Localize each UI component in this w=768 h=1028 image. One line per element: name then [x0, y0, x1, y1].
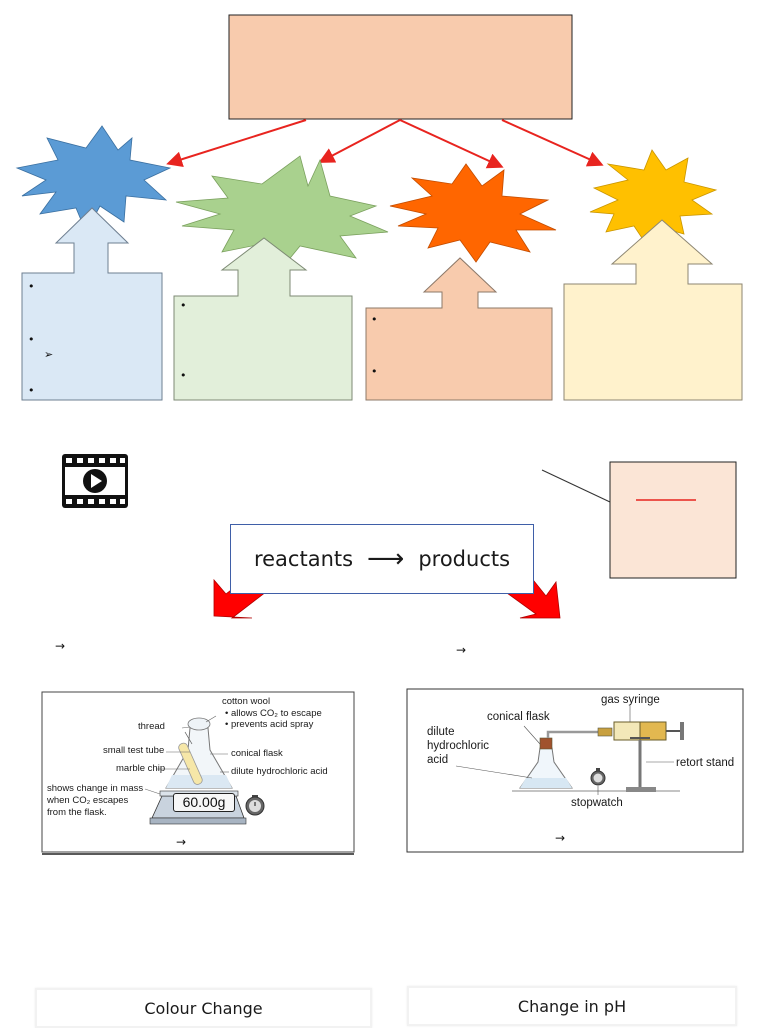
arrow-box-yellow: [563, 219, 743, 401]
gas-caption-arrow: →: [555, 831, 566, 845]
connector-blue: [166, 119, 307, 168]
conical-flask-mass: [165, 717, 233, 789]
connector-orange: [399, 119, 504, 169]
label-hydrochloric: hydrochloric: [427, 740, 489, 752]
right-arrow-note: →: [456, 643, 467, 657]
label-acid: acid: [427, 754, 449, 766]
label-acid-spray-text: prevents acid spray: [230, 719, 314, 730]
equation-arrow: ⟶: [367, 544, 405, 574]
label-stopwatch: stopwatch: [571, 797, 623, 809]
mass-leader-lines: [144, 715, 229, 795]
starburst-orange: [389, 163, 557, 263]
equation-box: reactants ⟶ products: [230, 524, 534, 594]
mass-caption-arrow: →: [176, 835, 187, 849]
film-play-icon[interactable]: [62, 454, 128, 508]
label-dilute-hcl: dilute hydrochloric acid: [231, 766, 328, 777]
label-gas-syringe: gas syringe: [601, 694, 660, 706]
label-shows-change: shows change in mass: [47, 783, 144, 794]
arrow-box-green: [173, 237, 353, 401]
pointer-line: [541, 469, 611, 503]
connector-green: [318, 119, 401, 163]
green-box-bullet-1: •: [180, 299, 187, 312]
left-arrow-note: →: [55, 639, 66, 653]
label-when-co2: when CO₂ escapes: [47, 795, 129, 806]
balance-readout: 60.00g: [173, 793, 235, 812]
blue-box-bullet-3: •: [28, 384, 35, 397]
equation-reactants: reactants: [253, 547, 354, 571]
arrowhead-bullet-icon: ➢: [44, 348, 54, 361]
label-retort-stand: retort stand: [676, 757, 735, 769]
note-box: [609, 461, 737, 579]
colour-change-title: Colour Change: [144, 998, 263, 1018]
title-box: [228, 14, 573, 120]
connector-yellow: [501, 119, 604, 167]
stopwatch-icon: [245, 795, 265, 816]
label-cotton-wool: cotton wool: [222, 696, 271, 707]
arrow-box-blue: [21, 207, 163, 401]
label-acid-spray: • prevents acid spray: [225, 719, 314, 730]
starburst-green: [175, 155, 389, 269]
label-from-flask: from the flask.: [47, 807, 107, 818]
label-thread: thread: [138, 721, 165, 732]
label-marble-chip: marble chip: [116, 763, 166, 774]
colour-change-card: Colour Change: [35, 988, 372, 1028]
blue-box-bullet-2: •: [28, 333, 35, 346]
orange-box-bullet-2: •: [371, 365, 378, 378]
arrow-box-orange: [365, 257, 553, 401]
green-box-bullet-2: •: [180, 369, 187, 382]
label-small-test-tube: small test tube: [103, 745, 165, 756]
gas-diagram-frame: [406, 688, 744, 853]
label-conical-flask: conical flask: [231, 748, 283, 759]
change-ph-title: Change in pH: [517, 996, 627, 1016]
label-conical-flask-gas: conical flask: [487, 711, 550, 723]
starburst-blue: [15, 125, 172, 233]
starburst-yellow: [589, 149, 718, 245]
equation-products: products: [418, 547, 511, 571]
blue-box-bullet-1: •: [28, 280, 35, 293]
label-dilute: dilute: [427, 726, 455, 738]
change-ph-card: Change in pH: [407, 986, 737, 1026]
gas-syringe-apparatus: [455, 706, 684, 795]
orange-box-bullet-1: •: [371, 313, 378, 326]
label-co2-escape: • allows CO₂ to escape: [225, 708, 322, 719]
label-co2-escape-text: allows CO₂ to escape: [230, 708, 322, 719]
